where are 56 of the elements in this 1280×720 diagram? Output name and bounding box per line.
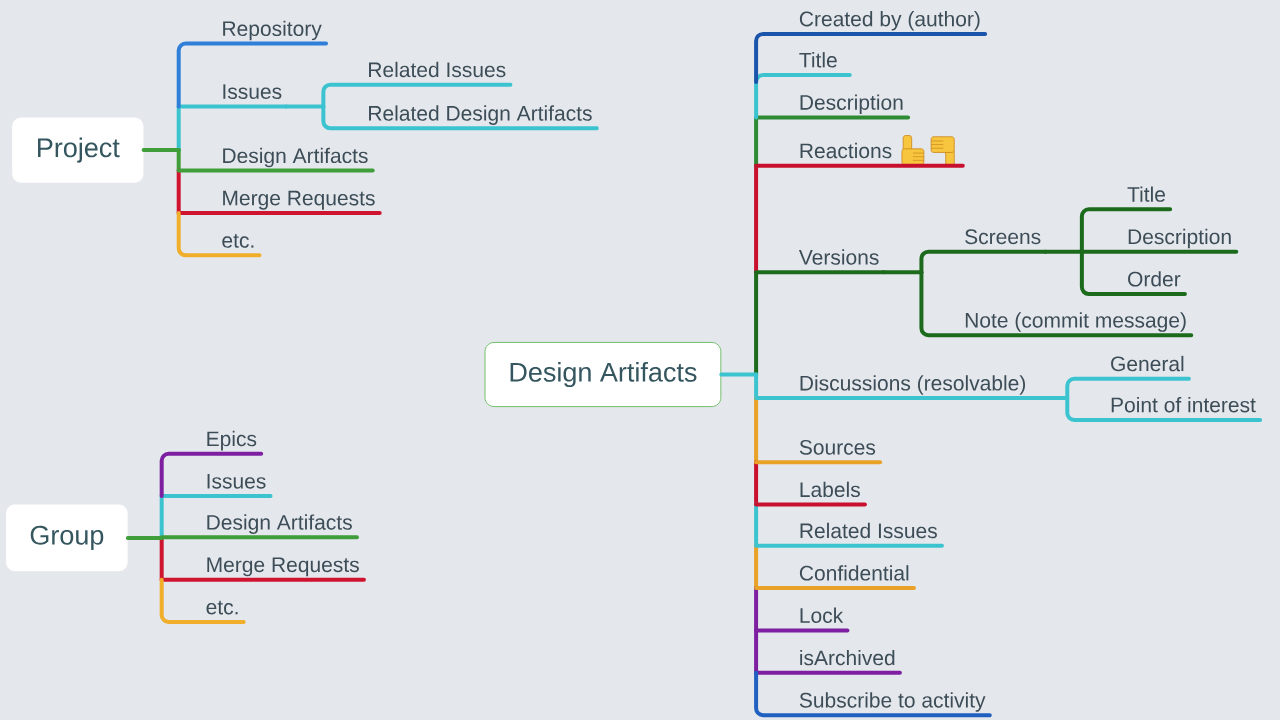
topic-label: etc. [206,600,238,615]
branch-line [754,670,992,718]
topic-label: Repository [223,20,322,41]
trunk-line [141,148,181,153]
topic-label: Sources [799,439,876,455]
trunk-line [125,535,164,540]
branch-line [176,41,328,109]
trunk-line [881,270,924,275]
trunk-line [1028,396,1070,401]
topic-label: Created by (author) [799,10,980,31]
topic-label: Issues [207,474,266,489]
topic-label: Note (commit message) [965,312,1186,332]
branch-line [159,535,359,540]
topic-label: Order [1128,271,1181,287]
branch-line [159,451,264,499]
branch-line [754,163,965,168]
branch-line [754,586,916,591]
topic-label: General [1111,355,1184,372]
topic-box: Project [12,117,144,183]
topic-label: Title [1127,186,1165,202]
topic-label: Title [799,52,837,68]
topic-label: Design Artifacts [223,147,368,168]
topic-label: isArchived [800,649,895,666]
topic-label: Epics [207,430,257,451]
topic-label: Related Design Artifacts [369,105,592,125]
topic-label: Confidential [799,565,909,581]
trunk-line [284,104,326,109]
branch-line [176,168,375,173]
topic-label: Related Issues [369,61,506,78]
topic-box: Design Artifacts [484,341,722,408]
branch-line [754,460,883,465]
topic-label: Lock [800,607,844,623]
topic-label: Versions [798,249,879,265]
topic-label: Description [1128,228,1231,249]
topic-label: Description [800,94,903,115]
topic-label: Issues [223,84,282,99]
branch-line [159,577,246,624]
topic-box: Group [6,504,128,572]
branch-line [754,73,852,120]
branch-line [754,31,988,85]
branch-line [754,270,886,275]
topic-label: Discussions (resolvable) [800,375,1026,395]
topic-label: etc. [222,234,254,248]
branch-line [754,543,944,548]
topic-label: Subscribe to activity [799,692,986,712]
topic-label: Design Artifacts [207,514,352,534]
topic-label: Screens [965,229,1041,245]
branch-line [754,502,867,507]
branch-line [176,210,262,258]
topic-label: Labels [800,481,860,498]
topic-label: Reactions [800,142,892,159]
topic-label: Merge Requests [223,190,375,210]
topic-label: Point of interest [1111,397,1256,413]
topic-label: Related Issues [800,522,937,539]
trunk-line [719,372,759,377]
topic-label: Merge Requests [207,557,359,577]
